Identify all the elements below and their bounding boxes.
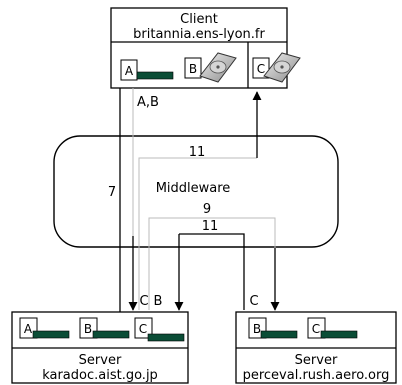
client-hostname: britannia.ens-lyon.fr <box>133 27 265 42</box>
client-data-b: B <box>184 52 237 83</box>
label-11-top: 11 <box>189 145 206 160</box>
server-right-hostname: perceval.rush.aero.org <box>243 368 390 383</box>
middleware-label: Middleware <box>156 181 231 196</box>
memory-icon <box>260 330 298 339</box>
server-left-data-b: B <box>79 317 130 339</box>
label-c-right: C <box>249 294 258 309</box>
label-9: 9 <box>203 202 211 217</box>
server-left-label-b: B <box>84 322 92 336</box>
client-label-a: A <box>125 64 134 78</box>
server-left-hostname: karadoc.aist.go.jp <box>42 368 158 383</box>
server-right-node: Server perceval.rush.aero.org B C <box>235 311 397 384</box>
hard-disk-icon <box>199 52 237 83</box>
label-11-bottom: 11 <box>202 219 219 234</box>
client-label-c: C <box>257 62 265 76</box>
memory-icon <box>147 333 185 342</box>
memory-icon <box>92 330 130 339</box>
server-left-data-a: A <box>19 317 70 339</box>
server-left-label-c: C <box>139 322 147 336</box>
hard-disk-icon <box>263 52 301 83</box>
memory-icon <box>320 330 358 339</box>
client-label-b: B <box>189 62 197 76</box>
flow-lines <box>119 88 280 312</box>
server-left-data-c: C <box>134 317 185 342</box>
server-right-title: Server <box>295 353 338 368</box>
label-7: 7 <box>108 185 116 200</box>
label-c-left: C <box>139 294 148 309</box>
client-node: Client britannia.ens-lyon.fr A B C <box>110 7 301 89</box>
memory-icon <box>136 71 174 80</box>
server-right-data-c: C <box>307 317 358 339</box>
client-data-a: A <box>120 59 174 81</box>
server-right-data-b: B <box>248 317 298 339</box>
middleware-box <box>53 135 339 248</box>
label-ab: A,B <box>137 95 159 110</box>
client-data-c: C <box>252 52 301 83</box>
server-right-label-c: C <box>312 322 320 336</box>
memory-icon <box>32 330 70 339</box>
client-title: Client <box>180 12 218 27</box>
label-b-left: B <box>154 294 163 309</box>
server-left-label-a: A <box>24 322 33 336</box>
server-right-label-b: B <box>253 322 261 336</box>
server-left-node: Server karadoc.aist.go.jp A B C <box>11 311 189 384</box>
server-left-title: Server <box>79 353 122 368</box>
